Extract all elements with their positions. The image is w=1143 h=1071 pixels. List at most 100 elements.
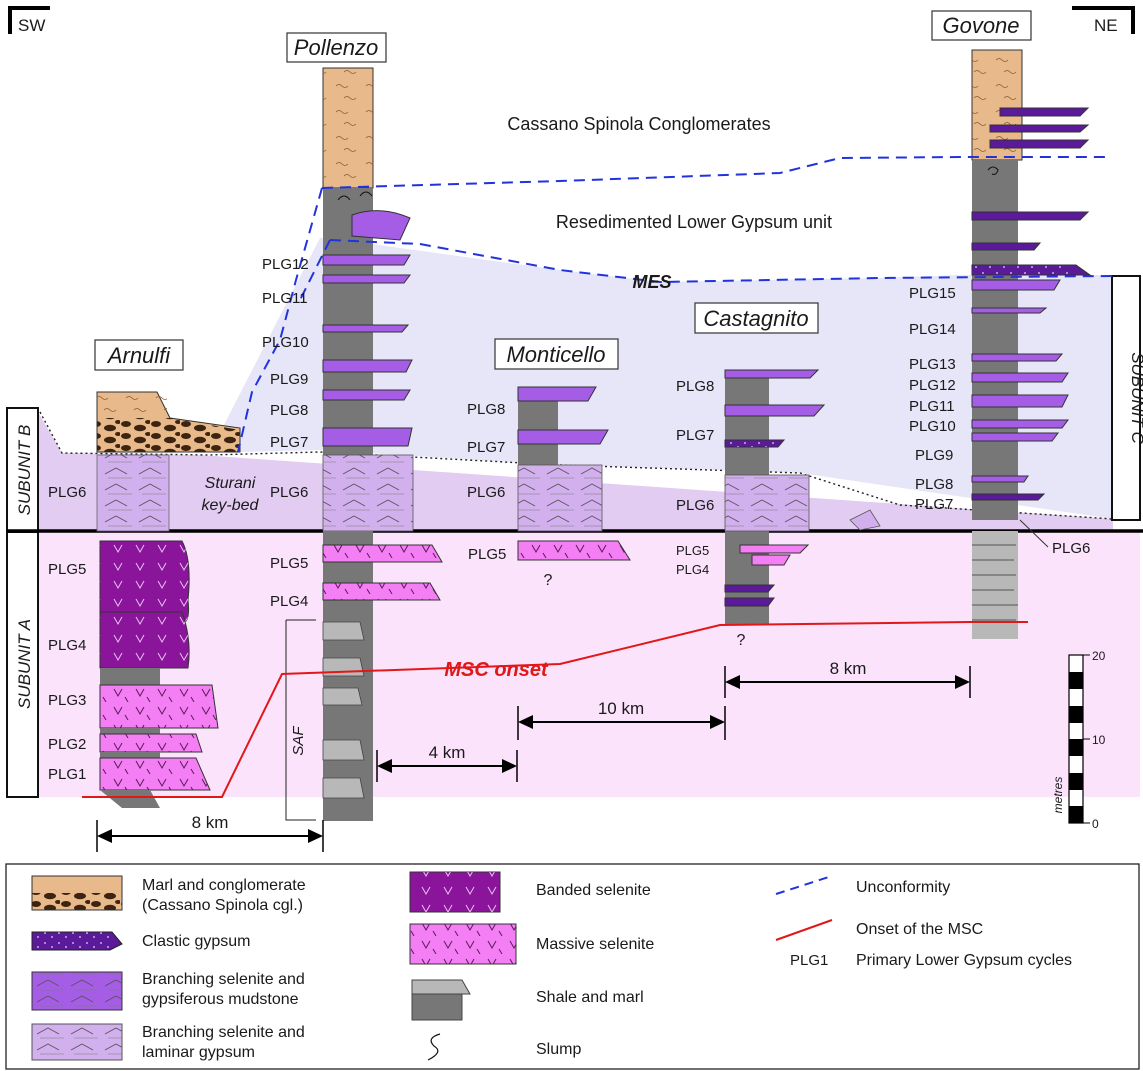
- mes-label: MES: [632, 272, 671, 292]
- pollenzo-plg5: PLG5: [270, 555, 308, 572]
- arnulfi-name: Arnulfi: [106, 343, 171, 368]
- govone-name: Govone: [942, 13, 1019, 38]
- legend-branching-lam-swatch: [31, 1023, 123, 1061]
- legend-slump-swatch: [427, 1033, 441, 1061]
- arnulfi-plg6: PLG6: [48, 484, 86, 501]
- arnulfi-plg1: PLG1: [48, 766, 86, 783]
- resedimented-label: Resedimented Lower Gypsum unit: [556, 212, 832, 232]
- pollenzo-name-box: [286, 32, 387, 63]
- pollenzo-plg7: PLG7: [270, 434, 308, 451]
- legend-banded-swatch: [409, 871, 501, 913]
- legend-slump-text: Slump: [536, 1041, 581, 1058]
- legend-clastic-text: Clastic gypsum: [142, 933, 250, 950]
- scale-bar: [1068, 654, 1090, 824]
- subunit-a-box: [6, 531, 39, 798]
- subunit-c-label: SUBUNIT C: [1128, 352, 1143, 444]
- distance-label-4: 8 km: [830, 659, 867, 678]
- distance-arrow-4: [724, 666, 971, 698]
- castagnito-name: Castagnito: [703, 306, 808, 331]
- sturani-label-1: Sturani: [205, 475, 256, 492]
- distance-label-1: 8 km: [192, 813, 229, 832]
- castagnito-plg8: PLG8: [676, 378, 714, 395]
- arnulfi-plg5: PLG5: [48, 561, 86, 578]
- castagnito-column: [724, 369, 881, 624]
- ne-bracket: [1072, 6, 1135, 34]
- monticello-question: ?: [544, 572, 553, 589]
- legend-marl-text-1: Marl and conglomerate: [142, 877, 306, 894]
- castagnito-name-box: [694, 302, 819, 334]
- legend-unconformity-text: Unconformity: [856, 879, 950, 896]
- legend-branching-mud-text-1: Branching selenite and: [142, 971, 305, 988]
- legend-plg-desc: Primary Lower Gypsum cycles: [856, 952, 1072, 969]
- distance-label-3: 10 km: [598, 699, 644, 718]
- legend-marl-text-2: (Cassano Spinola cgl.): [142, 897, 303, 914]
- govone-plg12: PLG12: [909, 377, 956, 394]
- govone-plg9: PLG9: [915, 447, 953, 464]
- legend-shale-text: Shale and marl: [536, 989, 644, 1006]
- distance-arrow-3: [517, 706, 726, 740]
- legend-unconformity-swatch: [775, 875, 833, 895]
- legend-massive-text: Massive selenite: [536, 936, 654, 953]
- unconformity-mes: [329, 239, 1113, 284]
- govone-column: [971, 49, 1092, 639]
- pollenzo-plg4: PLG4: [270, 593, 308, 610]
- monticello-plg5: PLG5: [468, 546, 506, 563]
- unconformity-pollenzo-left: [237, 187, 323, 453]
- pollenzo-plg12: PLG12: [262, 256, 309, 273]
- cassano-label: Cassano Spinola Conglomerates: [507, 114, 770, 134]
- legend-massive-swatch: [409, 923, 517, 965]
- govone-plg15: PLG15: [909, 285, 956, 302]
- distance-label-2: 4 km: [429, 743, 466, 762]
- govone-plg10: PLG10: [909, 418, 956, 435]
- sw-bracket: [8, 6, 50, 34]
- castagnito-plg7: PLG7: [676, 427, 714, 444]
- scale-mid: 10: [1092, 733, 1106, 747]
- govone-plg11: PLG11: [909, 398, 955, 415]
- subunit-b-base-dotted: [39, 411, 1114, 520]
- pollenzo-plg8: PLG8: [270, 402, 308, 419]
- legend-branching-lam-text-1: Branching selenite and: [142, 1024, 305, 1041]
- unconformity-upper: [321, 156, 1110, 189]
- castagnito-plg6: PLG6: [676, 497, 714, 514]
- pollenzo-name: Pollenzo: [294, 35, 378, 60]
- legend-onset-swatch: [775, 919, 833, 941]
- monticello-plg7: PLG7: [467, 439, 505, 456]
- saf-label: SAF: [290, 726, 307, 756]
- arnulfi-plg3: PLG3: [48, 692, 86, 709]
- scale-bottom: 0: [1092, 817, 1099, 831]
- legend-shale-swatch: [411, 979, 471, 1021]
- castagnito-plg5: PLG5: [676, 543, 709, 558]
- legend-branching-mud-swatch: [31, 971, 123, 1011]
- scale-top: 20: [1092, 649, 1106, 663]
- distance-arrow-1: [96, 820, 324, 852]
- ne-label: NE: [1094, 16, 1118, 35]
- sturani-label-2: key-bed: [202, 497, 260, 514]
- subunit-b-label: SUBUNIT B: [15, 425, 34, 516]
- subunit-c-box: [1111, 275, 1141, 521]
- legend-banded-text: Banded selenite: [536, 882, 651, 899]
- govone-plg6-leader: [1019, 519, 1049, 548]
- legend-branching-mud-text-2: gypsiferous mudstone: [142, 991, 299, 1008]
- pollenzo-plg6: PLG6: [270, 484, 308, 501]
- govone-name-box: [931, 10, 1032, 41]
- govone-plg13: PLG13: [909, 356, 956, 373]
- subunit-a-label: SUBUNIT A: [15, 619, 34, 709]
- arnulfi-name-box: [94, 339, 184, 371]
- unconformity-pollenzo-left-2: [299, 239, 331, 301]
- monticello-plg8: PLG8: [467, 401, 505, 418]
- monticello-column: [517, 386, 631, 561]
- sw-label: SW: [18, 16, 45, 35]
- arnulfi-column: [96, 391, 241, 808]
- distance-arrow-2: [376, 750, 518, 782]
- arnulfi-plg2: PLG2: [48, 736, 86, 753]
- scale-unit: metres: [1051, 777, 1065, 814]
- legend-marl-swatch: [31, 875, 123, 911]
- msc-onset-label: MSC onset: [444, 659, 549, 681]
- castagnito-plg4: PLG4: [676, 562, 709, 577]
- legend-box: [5, 863, 1140, 1070]
- msc-onset-line: [82, 621, 1028, 798]
- legend-plg-code: PLG1: [790, 952, 828, 969]
- monticello-plg6: PLG6: [467, 484, 505, 501]
- govone-plg8: PLG8: [915, 476, 953, 493]
